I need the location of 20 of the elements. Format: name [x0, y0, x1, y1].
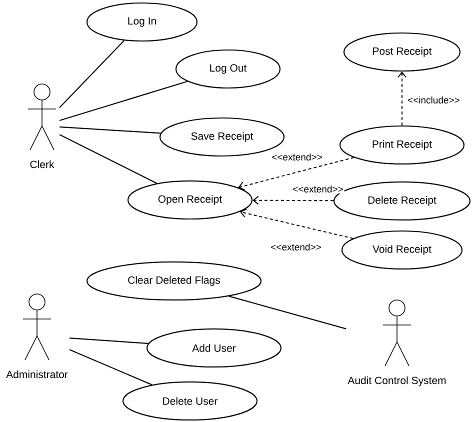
- edge-label: <<include>>: [406, 96, 461, 104]
- association-line: [228, 296, 346, 330]
- association-line: [60, 126, 161, 134]
- edge-label: <<extend>>: [292, 184, 344, 194]
- dependency-arrow: [238, 156, 354, 190]
- association-line: [59, 134, 158, 184]
- association-line: [69, 338, 148, 344]
- association-line: [59, 80, 188, 122]
- association-line: [59, 40, 125, 108]
- actor: Audit Control System: [348, 300, 446, 386]
- dependency-arrow: [252, 196, 334, 205]
- actor: Administrator: [6, 294, 68, 378]
- node-label: Administrator: [6, 370, 68, 378]
- dependency-arrow: [398, 72, 406, 126]
- actor: Clerk: [28, 84, 56, 168]
- association-line: [69, 349, 152, 386]
- edge-label: <<extend>>: [270, 242, 322, 252]
- node-label: Clerk: [30, 160, 54, 168]
- node-label: Audit Control System: [348, 376, 446, 386]
- dependency-arrow: [240, 208, 354, 239]
